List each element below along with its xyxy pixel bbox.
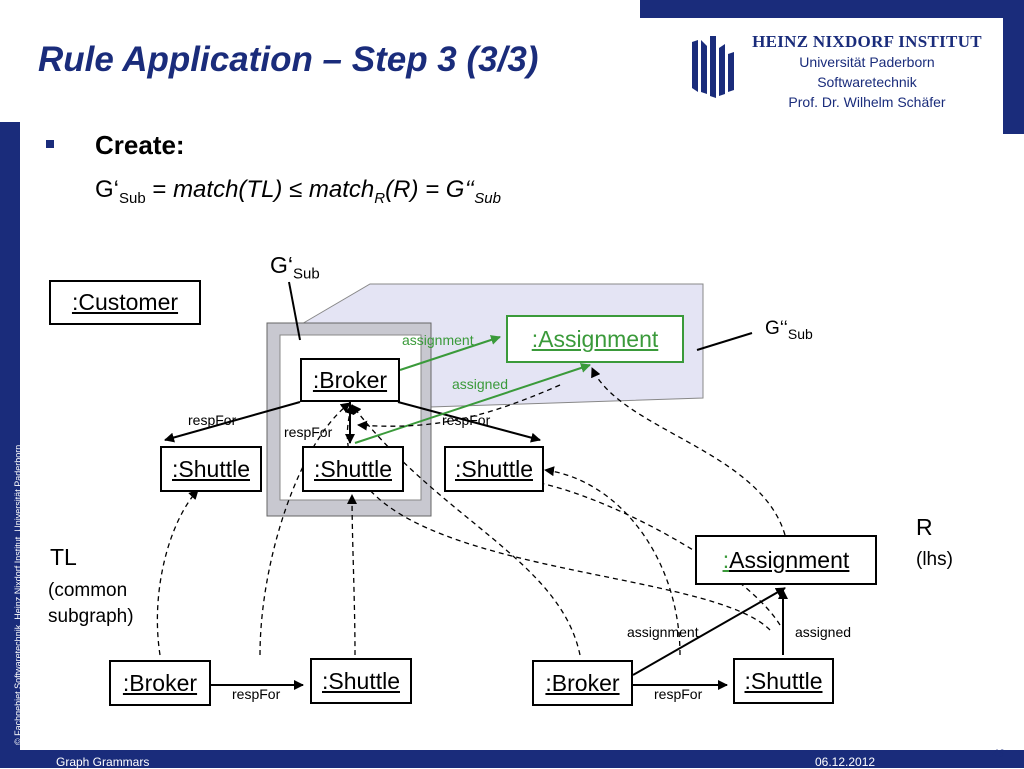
tl-broker-node: :Broker xyxy=(109,660,211,706)
tl-shuttle-node: :Shuttle xyxy=(310,658,412,704)
g-sub-label-sub: Sub xyxy=(293,265,320,283)
broker-node-top-label: :Broker xyxy=(312,367,388,393)
r-title: R xyxy=(916,514,933,540)
formula: G‘Sub = match(TL) ≤ matchR(R) = G‘‘Sub xyxy=(95,176,501,207)
shuttle-node-mid: :Shuttle xyxy=(302,446,404,492)
r-assignment-colon: : xyxy=(722,547,730,573)
formula-le: ≤ xyxy=(289,176,303,203)
top-bar xyxy=(640,0,1024,18)
tl-shuttle-label: :Shuttle xyxy=(322,668,400,694)
formula-expr-2: match xyxy=(302,176,375,203)
tl-title: TL xyxy=(50,544,77,570)
right-bar xyxy=(1003,18,1024,134)
bottom-bar xyxy=(0,750,1024,768)
formula-expr-3: (R) = G‘‘ xyxy=(385,176,475,203)
r-shuttle-label: :Shuttle xyxy=(744,668,823,694)
institute-name: HEINZ NIXDORF INSTITUT xyxy=(752,32,982,51)
formula-g: G‘ xyxy=(95,176,119,203)
r-broker-label: :Broker xyxy=(545,670,620,696)
r-edge-assigned: assigned xyxy=(795,624,852,640)
r-broker-node: :Broker xyxy=(532,660,633,706)
assignment-node-top-label: :Assignment xyxy=(531,326,659,352)
institute-line-3: Prof. Dr. Wilhelm Schäfer xyxy=(788,94,946,110)
r-shuttle-node: :Shuttle xyxy=(733,658,834,704)
shuttle-node-mid-label: :Shuttle xyxy=(314,456,392,482)
g-sub-label: G‘Sub xyxy=(270,252,320,283)
hni-logo-icon xyxy=(692,36,734,98)
edge-respfor-mid: respFor xyxy=(284,424,333,440)
footer-date: 06.12.2012 xyxy=(815,755,876,769)
left-bar xyxy=(0,122,20,750)
tl-line-1: (common xyxy=(48,580,128,601)
r-respfor-label: respFor xyxy=(654,686,703,702)
edge-respfor-right: respFor xyxy=(442,412,491,428)
g2-sub-label: G‘‘Sub xyxy=(765,318,813,342)
formula-eq: = xyxy=(145,176,174,203)
broker-node-top: :Broker xyxy=(300,358,400,402)
edge-respfor-left: respFor xyxy=(188,412,237,428)
institute-logo: HEINZ NIXDORF INSTITUT Universität Pader… xyxy=(690,24,990,112)
g2-sub-label-sub: Sub xyxy=(787,325,813,342)
r-edge-assignment: assignment xyxy=(627,624,699,640)
edge-assigned-top: assigned xyxy=(452,376,509,392)
assignment-node-top: :Assignment xyxy=(506,315,684,363)
tl-respfor-label: respFor xyxy=(232,686,281,702)
r-assignment-text: Assignment xyxy=(729,547,850,573)
tl-line-2: subgraph) xyxy=(48,606,134,627)
g-sub-label-main: G‘ xyxy=(270,252,293,278)
customer-node-label: :Customer xyxy=(71,289,179,315)
institute-line-2: Softwaretechnik xyxy=(817,74,917,90)
shuttle-node-left: :Shuttle xyxy=(160,446,262,492)
shuttle-node-right: :Shuttle xyxy=(444,446,544,492)
page-number: 46 xyxy=(992,748,1005,760)
formula-expr-1: match(TL) xyxy=(173,176,290,203)
r-assignment-label: :Assignment xyxy=(723,547,850,573)
slide-title: Rule Application – Step 3 (3/3) xyxy=(38,40,539,79)
shuttle-node-left-label: :Shuttle xyxy=(172,456,250,482)
create-heading: Create: xyxy=(95,130,185,160)
edge-assignment-top: assignment xyxy=(402,332,474,348)
shuttle-node-right-label: :Shuttle xyxy=(455,456,533,482)
formula-sub-2: Sub xyxy=(474,189,501,207)
r-assignment-node: :Assignment xyxy=(695,535,877,585)
customer-node: :Customer xyxy=(49,280,201,325)
r-sub: (lhs) xyxy=(916,549,953,570)
g2-sub-label-main: G‘‘ xyxy=(765,318,788,339)
formula-sub-r: R xyxy=(374,189,386,207)
bullet-icon xyxy=(46,140,54,148)
footer-course: Graph Grammars xyxy=(56,755,150,769)
formula-sub-1: Sub xyxy=(119,189,146,207)
institute-line-1: Universität Paderborn xyxy=(799,54,935,70)
tl-broker-label: :Broker xyxy=(122,670,198,696)
